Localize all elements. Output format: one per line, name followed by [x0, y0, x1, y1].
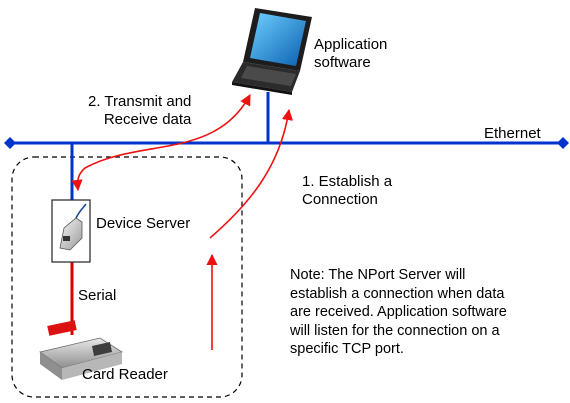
- card-reader-label: Card Reader: [82, 366, 168, 383]
- ethernet-left-end-icon: [4, 137, 16, 149]
- ethernet-right-end-icon: [557, 137, 569, 149]
- note-text: Note: The NPort Server will establish a …: [290, 267, 507, 357]
- ethernet-label: Ethernet: [484, 125, 541, 142]
- card-reader-icon: [39, 320, 123, 380]
- transmit-receive-arrow: [71, 94, 251, 192]
- serial-label: Serial: [78, 287, 117, 304]
- establish-connection-arrow: [209, 108, 293, 239]
- laptop-icon: [232, 8, 312, 95]
- device-server-label: Device Server: [96, 215, 191, 232]
- application-label: Application software: [314, 36, 388, 71]
- device-server-icon: [51, 199, 91, 263]
- establish-connection-label: 1. Establish a Connection: [302, 173, 393, 208]
- transmit-receive-label: 2. Transmit and Receive data: [88, 93, 192, 128]
